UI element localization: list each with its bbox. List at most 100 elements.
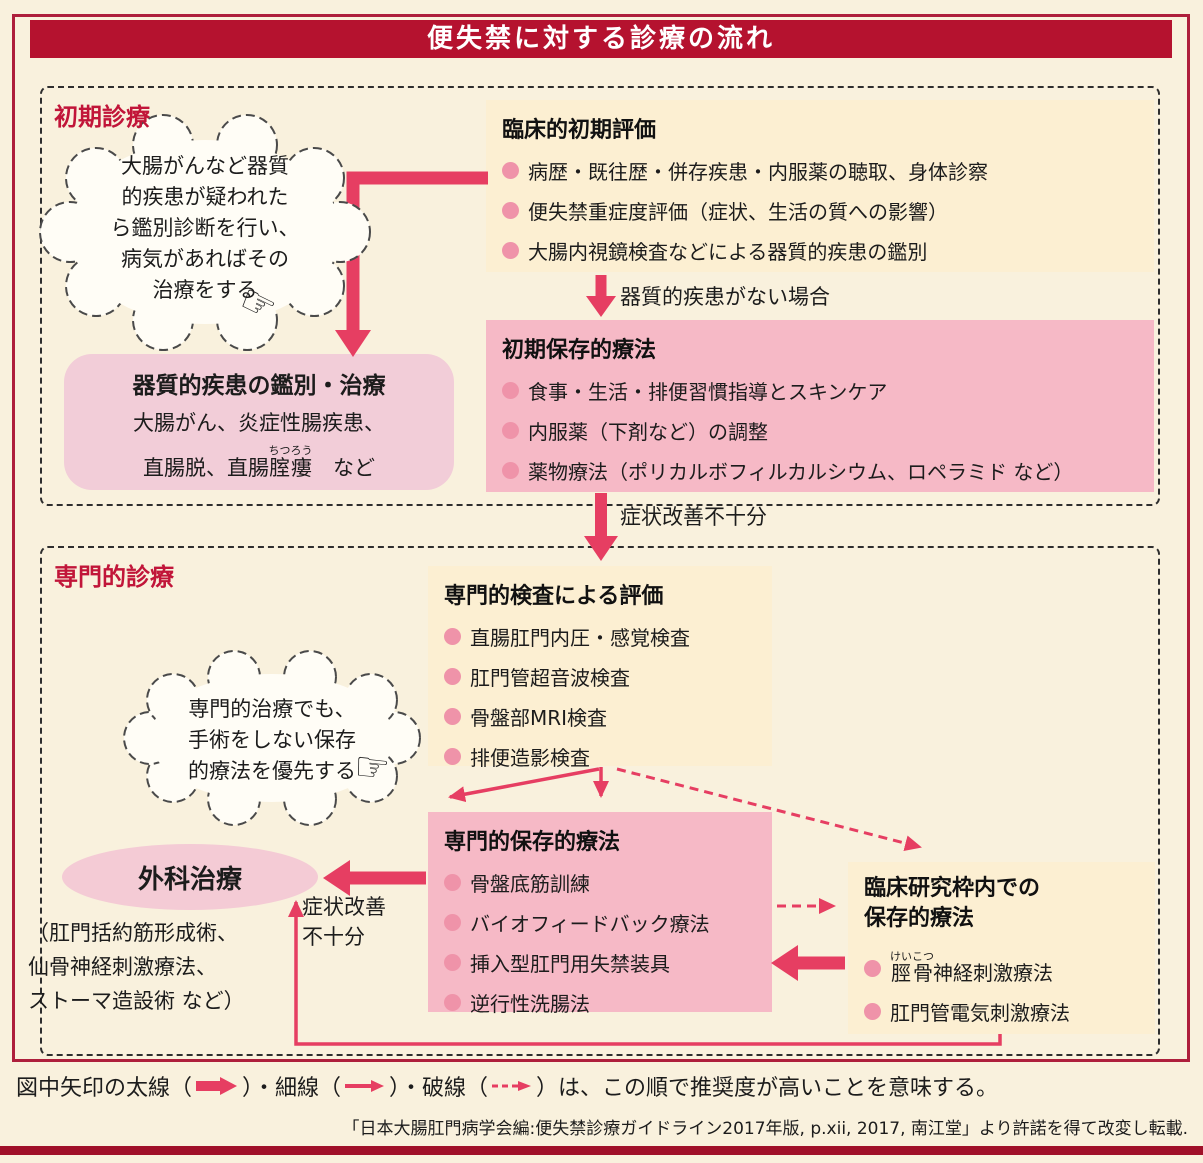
list-item: 脛骨けいこつ神経刺激療法 [864, 950, 1139, 986]
box-specialized-examination: 専門的検査による評価 直腸肛門内圧・感覚検査 肛門管超音波検査 骨盤部MRI検査… [428, 566, 772, 770]
list-item: 便失禁重症度評価（症状、生活の質への影響） [502, 196, 1138, 225]
list-item: バイオフィードバック療法 [444, 908, 756, 937]
organic-box-line2: 直腸脱、直腸腟瘻ちつろう など [64, 444, 454, 482]
legend-thin-arrow-icon [345, 1080, 385, 1092]
box-clinical-initial-evaluation: 臨床的初期評価 病歴・既往歴・併存疾患・内服薬の聴取、身体診察 便失禁重症度評価… [486, 100, 1154, 272]
list-item-text: 病歴・既往歴・併存疾患・内服薬の聴取、身体診察 [528, 160, 988, 184]
figure-border [12, 14, 1190, 1062]
box-surgical-treatment: 外科治療 [62, 844, 318, 910]
box-organic-disease-treatment: 器質的疾患の鑑別・治療 大腸がん、炎症性腸疾患、 直腸脱、直腸腟瘻ちつろう など [64, 354, 454, 490]
box-title: 外科治療 [137, 864, 242, 895]
label-insufficient-improvement: 症状改善不十分 [620, 505, 767, 529]
list-item-text: 薬物療法（ポリカルボフィルカルシウム、ロペラミド など） [528, 460, 1074, 484]
bullet-icon [444, 954, 461, 971]
section-label-initial: 初期診療 [54, 103, 150, 131]
label-no-organic-disease: 器質的疾患がない場合 [620, 285, 830, 309]
list-item: 肛門管超音波検査 [444, 662, 756, 691]
bubble-conservative-note-text: 専門的治療でも、 手術をしない保存 的療法を優先する [162, 694, 382, 787]
bubble-line: ら鑑別診断を行い、 [110, 216, 300, 240]
box-title: 初期保存的療法 [502, 338, 657, 363]
list-item-text: 脛骨けいこつ神経刺激療法 [890, 950, 1053, 986]
list-item-text: 直腸肛門内圧・感覚検査 [470, 626, 690, 650]
box-title: 臨床研究枠内での [864, 876, 1041, 901]
bullet-icon [864, 959, 881, 977]
box-specialized-conservative-therapy: 専門的保存的療法 骨盤底筋訓練 バイオフィードバック療法 挿入型肛門用失禁装具 … [428, 812, 772, 1016]
section-label-specialized: 専門的診療 [54, 563, 174, 591]
bubble-line: 病気があればその [121, 247, 289, 271]
box-clinical-research-conservative: 臨床研究枠内での 保存的療法 脛骨けいこつ神経刺激療法 肛門管電気刺激療法 [848, 862, 1155, 1034]
label-line: 症状改善 [302, 895, 386, 919]
legend-text: ）は、この順で推奨度が高いことを意味する。 [536, 1076, 999, 1101]
bullet-icon [444, 914, 461, 931]
box-title: 臨床的初期評価 [502, 118, 657, 143]
bullet-icon [502, 462, 519, 479]
list-item: 食事・生活・排便習慣指導とスキンケア [502, 376, 1138, 405]
bullet-icon [502, 422, 519, 439]
ruby-text: けいこつ [890, 950, 934, 963]
box-title: 専門的保存的療法 [444, 830, 621, 855]
bullet-icon [444, 874, 461, 891]
bullet-icon [444, 708, 461, 725]
legend-text: 図中矢印の太線（ [16, 1076, 193, 1101]
bullet-icon [864, 1003, 881, 1020]
bullet-icon [444, 628, 461, 645]
text: 神経刺激療法 [933, 961, 1053, 985]
text: 直腸脱、直腸 [143, 456, 269, 480]
list-item-text: 逆行性洗腸法 [470, 992, 590, 1016]
list-item: 薬物療法（ポリカルボフィルカルシウム、ロペラミド など） [502, 456, 1138, 485]
label-insufficient-improvement-2: 症状改善 不十分 [302, 892, 386, 952]
surgery-note-line: 仙骨神経刺激療法、 [28, 955, 217, 979]
list-item: 骨盤底筋訓練 [444, 868, 756, 897]
ruby-keikotsu: 脛骨けいこつ [890, 950, 934, 985]
bubble-line: 的療法を優先する [188, 759, 356, 783]
label-line: 不十分 [302, 925, 365, 949]
pointing-hand-icon: ☞ [351, 743, 393, 793]
bullet-icon [502, 202, 519, 219]
legend: 図中矢印の太線（ ）・細線（ ）・破線（ ）は、この順で推奨度が高いことを意味す… [16, 1070, 1156, 1102]
bubble-line: 専門的治療でも、 [188, 697, 356, 721]
list-item: 挿入型肛門用失禁装具 [444, 948, 756, 977]
bullet-icon [444, 668, 461, 685]
bubble-line: 手術をしない保存 [188, 728, 356, 752]
box-title: 保存的療法 [864, 906, 975, 931]
legend-text: ）・破線（ [389, 1076, 489, 1101]
organic-box-line1: 大腸がん、炎症性腸疾患、 [133, 411, 385, 435]
bullet-icon [502, 382, 519, 399]
citation: 「日本大腸肛門病学会編:便失禁診療ガイドライン2017年版, p.xii, 20… [342, 1119, 1188, 1139]
list-item-text: 食事・生活・排便習慣指導とスキンケア [528, 380, 888, 404]
list-item: 肛門管電気刺激療法 [864, 997, 1139, 1026]
list-item-text: 骨盤部MRI検査 [470, 706, 608, 730]
bubble-line: 治療をする [152, 278, 258, 302]
bubble-line: 的疾患が疑われた [121, 185, 289, 209]
bullet-icon [502, 162, 519, 179]
list-item: 直腸肛門内圧・感覚検査 [444, 622, 756, 651]
list-item: 排便造影検査 [444, 742, 756, 771]
box-title: 専門的検査による評価 [444, 584, 664, 609]
list-item: 病歴・既往歴・併存疾患・内服薬の聴取、身体診察 [502, 156, 1138, 185]
bullet-icon [502, 242, 519, 259]
list-item-text: 便失禁重症度評価（症状、生活の質への影響） [528, 200, 948, 224]
list-item-text: 肛門管超音波検査 [470, 666, 630, 690]
legend-text: ）・細線（ [242, 1076, 342, 1101]
text: など [312, 456, 375, 480]
surgery-note-line: ストーマ造設術 など） [28, 989, 245, 1013]
ruby-base: 腟瘻 [268, 456, 313, 480]
ruby-text: ちつろう [268, 444, 313, 457]
bottom-rule [0, 1146, 1203, 1155]
box-title: 器質的疾患の鑑別・治療 [132, 373, 386, 399]
bullet-icon [444, 748, 461, 765]
list-item-text: バイオフィードバック療法 [470, 912, 710, 936]
bullet-icon [444, 994, 461, 1011]
ruby-chitsurou: 腟瘻ちつろう [268, 444, 313, 480]
list-item-text: 肛門管電気刺激療法 [890, 1001, 1070, 1025]
figure-title-banner: 便失禁に対する診療の流れ [30, 20, 1172, 58]
list-item: 逆行性洗腸法 [444, 988, 756, 1017]
list-item: 内服薬（下剤など）の調整 [502, 416, 1138, 445]
list-item-text: 大腸内視鏡検査などによる器質的疾患の鑑別 [528, 240, 928, 264]
list-item-text: 内服薬（下剤など）の調整 [528, 420, 768, 444]
bubble-line: 大腸がんなど器質 [121, 154, 289, 178]
legend-dashed-arrow-icon [492, 1081, 532, 1091]
list-item-text: 骨盤底筋訓練 [470, 872, 590, 896]
ruby-base: 脛骨 [890, 961, 934, 985]
surgery-note-line: （肛門括約筋形成術、 [28, 921, 238, 945]
